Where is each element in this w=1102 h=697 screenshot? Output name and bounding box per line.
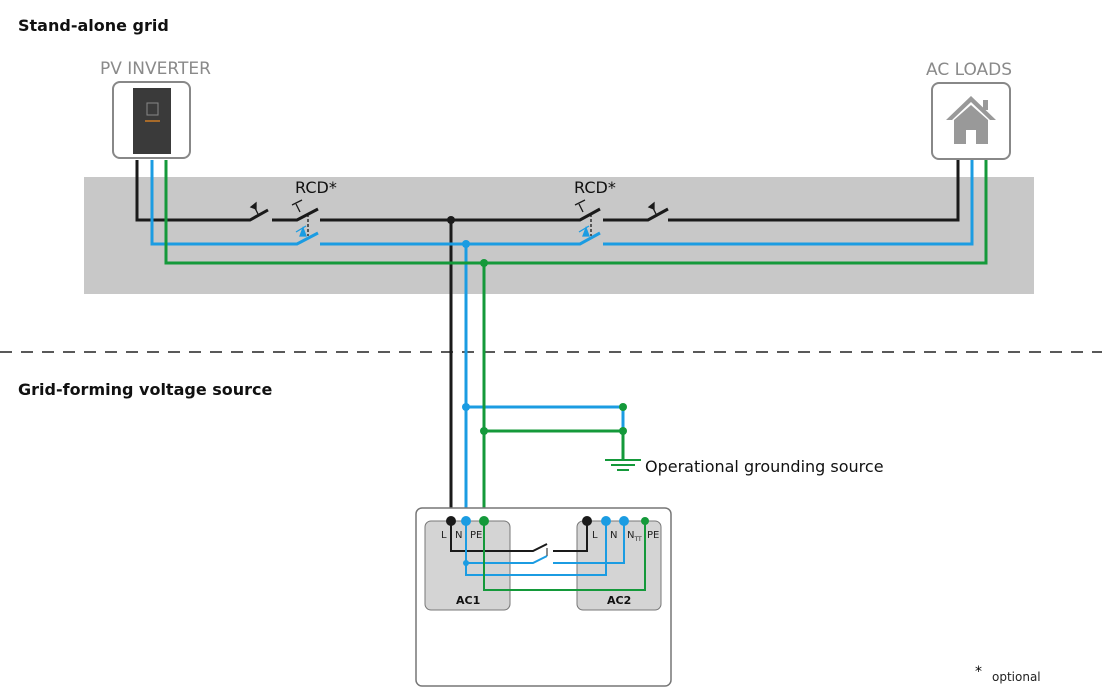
section-title-gridforming: Grid-forming voltage source [18,380,273,399]
ac2-terminal-L: L [592,530,598,541]
rcd-label-1: RCD* [295,178,337,197]
breaker-arrows [249,199,657,236]
standalone-grid-band [84,177,1034,294]
footnote-star: * [975,664,982,680]
rcd-n-markers [295,225,590,237]
ac1-terminal-N: N [455,530,463,541]
footnote-text: optional [992,670,1041,684]
ac1-terminal-L: L [441,530,447,541]
ac2-terminal-PE: PE [647,530,660,541]
ground-icon [605,459,641,471]
rcd-label-2: RCD* [574,178,616,197]
internal-wiring [450,521,646,591]
ac2-terminal-Ntt: NTT [627,530,642,543]
ac1-terminal-PE: PE [470,530,483,541]
junction-dots [447,216,627,435]
ac-loads-label: AC LOADS [926,60,1013,80]
section-title-standalone: Stand-alone grid [18,16,169,35]
ac2-terminal-N: N [610,530,618,541]
ac1-label: AC1 [456,594,481,607]
house-icon [946,96,996,144]
ac2-label: AC2 [607,594,632,607]
pv-inverter-label: PV INVERTER [100,59,211,79]
line-L [135,160,960,521]
grounding-label: Operational grounding source [645,457,884,476]
